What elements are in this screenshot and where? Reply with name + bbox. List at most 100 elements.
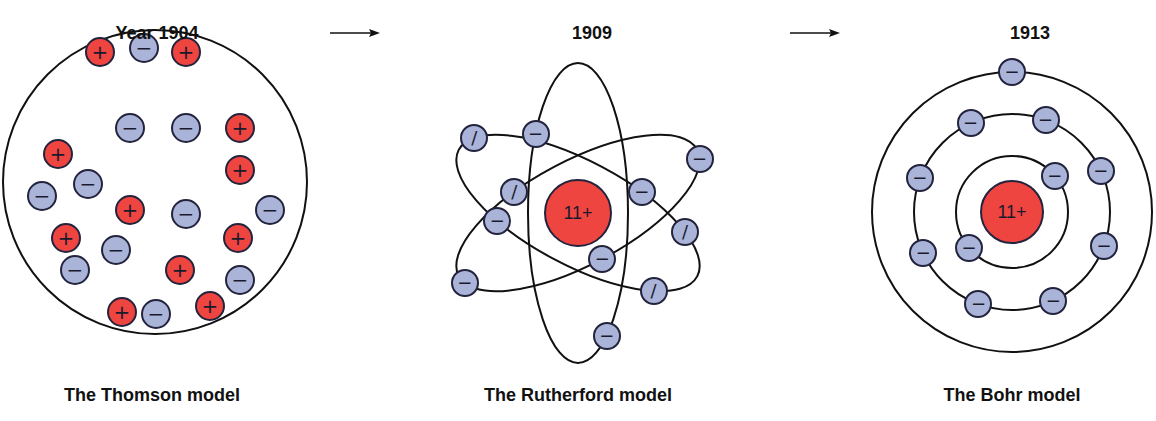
electron: − (955, 234, 983, 262)
model-name: The Thomson model (64, 385, 240, 406)
orbit (434, 104, 721, 323)
proton: + (115, 195, 145, 225)
electron: − (628, 178, 656, 206)
charge-sign: + (114, 302, 131, 322)
charge-sign: − (1004, 63, 1019, 81)
shell (956, 156, 1068, 268)
electron: − (686, 145, 714, 173)
electron: − (225, 265, 255, 295)
electron: − (73, 169, 103, 199)
electron: − (141, 299, 171, 329)
electron: − (1087, 157, 1115, 185)
charge-sign: / (471, 129, 477, 147)
electron: − (1032, 106, 1060, 134)
charge-sign: − (232, 270, 249, 290)
charge-sign: − (963, 114, 978, 132)
proton: + (107, 297, 137, 327)
charge-sign: − (528, 125, 543, 143)
year-label: 1913 (1010, 23, 1050, 44)
charge-sign: − (122, 118, 139, 138)
model-name: The Rutherford model (484, 385, 672, 406)
electron: − (909, 239, 937, 267)
charge-sign: − (595, 250, 610, 268)
charge-sign: − (148, 304, 165, 324)
electron: − (906, 164, 934, 192)
charge-sign: / (511, 183, 517, 201)
charge-label: 11+ (563, 204, 592, 222)
proton: + (51, 223, 81, 253)
charge-sign: − (108, 240, 125, 260)
timeline-arrow (330, 32, 372, 34)
charge-sign: + (202, 296, 219, 316)
electron: − (588, 245, 616, 273)
charge-label: 11+ (997, 203, 1026, 221)
electron: − (171, 113, 201, 143)
charge-sign: + (230, 228, 247, 248)
electron: − (957, 109, 985, 137)
electron: − (593, 322, 621, 350)
proton: + (223, 223, 253, 253)
charge-sign: + (172, 260, 189, 280)
electron: − (255, 195, 285, 225)
charge-sign: − (490, 212, 505, 230)
charge-sign: − (1093, 162, 1108, 180)
charge-sign: − (1046, 292, 1061, 310)
charge-sign: − (692, 150, 707, 168)
charge-sign: − (34, 186, 51, 206)
proton: + (43, 139, 73, 169)
charge-sign: − (457, 274, 472, 292)
proton: + (195, 291, 225, 321)
electron: − (998, 58, 1026, 86)
electron: / (640, 277, 668, 305)
electron: − (1039, 287, 1067, 315)
electron: − (60, 255, 90, 285)
charge-sign: / (682, 223, 688, 241)
shell (914, 114, 1110, 310)
charge-sign: − (912, 169, 927, 187)
electron: / (460, 124, 488, 152)
electron: − (522, 120, 550, 148)
electron: − (964, 290, 992, 318)
charge-sign: − (178, 204, 195, 224)
electron: − (101, 235, 131, 265)
electron: − (483, 207, 511, 235)
charge-sign: − (262, 200, 279, 220)
arrow-head (369, 29, 380, 37)
year-label: 1909 (572, 23, 612, 44)
charge-sign: + (232, 118, 249, 138)
electron: − (451, 269, 479, 297)
charge-sign: − (1047, 167, 1062, 185)
thomson-sphere (3, 30, 307, 334)
charge-sign: + (178, 42, 195, 62)
charge-sign: + (92, 42, 109, 62)
orbit (434, 104, 721, 323)
charge-sign: − (67, 260, 84, 280)
proton: + (165, 255, 195, 285)
charge-sign: + (122, 200, 139, 220)
year-label: Year 1904 (115, 23, 198, 44)
charge-sign: − (634, 183, 649, 201)
arrow-head (829, 29, 840, 37)
proton: + (225, 113, 255, 143)
charge-sign: + (50, 144, 67, 164)
model-name: The Bohr model (943, 385, 1080, 406)
electron: / (671, 218, 699, 246)
charge-sign: − (599, 327, 614, 345)
electron: − (115, 113, 145, 143)
orbit (528, 63, 628, 363)
electron: − (27, 181, 57, 211)
charge-sign: − (962, 239, 977, 257)
nucleus: 11+ (544, 179, 612, 247)
charge-sign: / (651, 282, 657, 300)
proton: + (225, 155, 255, 185)
shell (872, 72, 1152, 352)
electron: − (1041, 162, 1069, 190)
charge-sign: − (916, 244, 931, 262)
charge-sign: − (178, 118, 195, 138)
timeline-arrow (790, 32, 832, 34)
charge-sign: − (1038, 111, 1053, 129)
nucleus: 11+ (980, 180, 1044, 244)
charge-sign: − (1097, 237, 1112, 255)
electron: / (500, 178, 528, 206)
